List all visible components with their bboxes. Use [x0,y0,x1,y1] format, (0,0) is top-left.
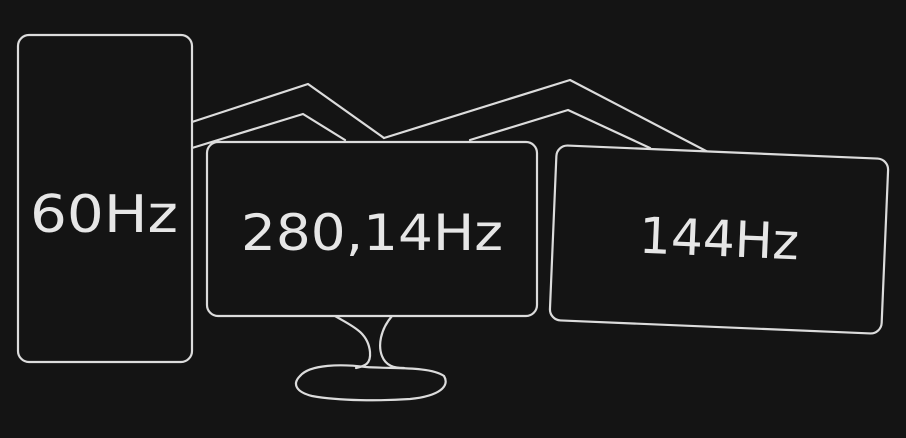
stand-base [294,364,447,402]
center-monitor-stand [294,314,447,402]
center-monitor: 280,14Hz [205,140,539,318]
stand-neck-right [379,314,406,370]
cable-left-lower [190,112,347,150]
cable-right-upper [382,78,710,154]
right-monitor-label: 144Hz [638,207,800,272]
right-monitor-screen [548,144,890,335]
left-monitor: 60Hz [16,33,194,364]
left-monitor-screen [16,33,194,364]
center-monitor-screen [205,140,539,318]
stand-neck-left [333,314,372,370]
left-monitor-label: 60Hz [30,185,178,245]
right-monitor: 144Hz [548,144,890,335]
center-monitor-label: 280,14Hz [241,204,503,262]
cable-right-lower [468,108,652,150]
connector-lines [190,78,710,154]
cable-left-upper [190,82,386,140]
